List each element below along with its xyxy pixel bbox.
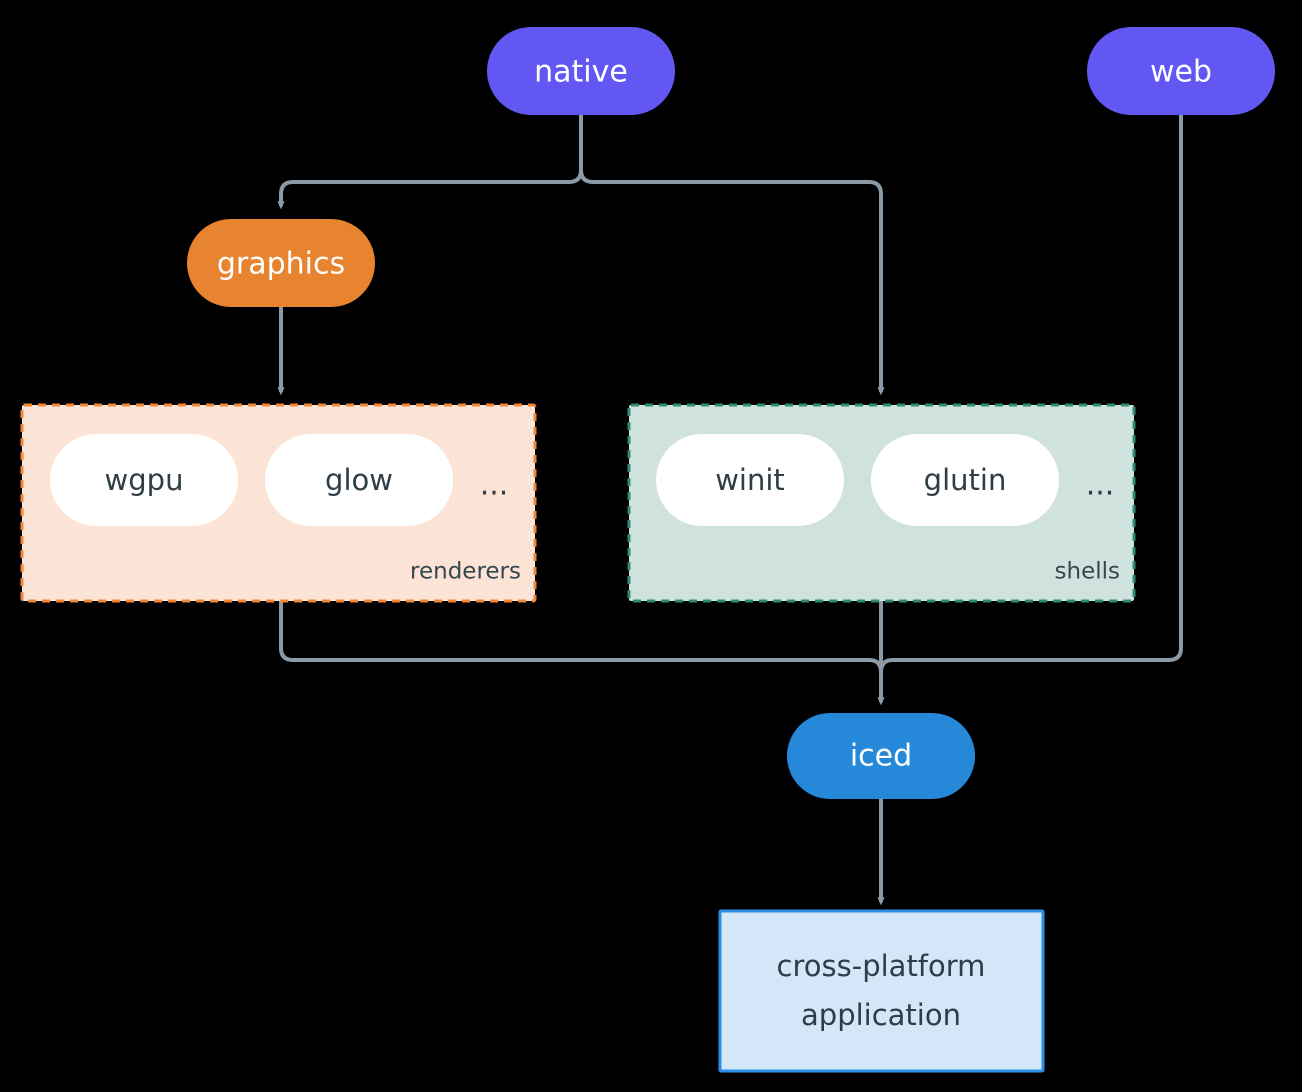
shells-ellipsis: ... xyxy=(1086,468,1115,503)
node-native-label: native xyxy=(534,55,628,90)
node-web-shape[interactable] xyxy=(1087,27,1275,115)
chip-glow[interactable] xyxy=(265,434,453,526)
renderers-ellipsis: ... xyxy=(480,468,509,503)
node-native-shape[interactable] xyxy=(487,27,675,115)
node-app-shape[interactable] xyxy=(718,909,1045,1073)
node-native[interactable]: native xyxy=(487,27,675,115)
node-app-label-line2: application xyxy=(801,998,961,1032)
renderers-caption: renderers xyxy=(410,559,521,585)
edge-renderers-to-iced xyxy=(279,601,883,700)
node-iced[interactable]: iced xyxy=(787,713,975,799)
chip-winit-label: winit xyxy=(715,463,785,497)
node-cross-platform-application[interactable]: cross-platform application xyxy=(718,909,1045,1073)
node-graphics-label: graphics xyxy=(217,247,345,282)
node-iced-label: iced xyxy=(850,739,912,774)
edge-layer xyxy=(277,113,1183,906)
chip-wgpu[interactable] xyxy=(50,434,238,526)
node-iced-shape[interactable] xyxy=(787,713,975,799)
node-web[interactable]: web xyxy=(1087,27,1275,115)
node-web-label: web xyxy=(1150,55,1212,90)
edge-native-to-graphics xyxy=(277,113,583,210)
shells-caption: shells xyxy=(1055,559,1120,585)
node-app-label-line1: cross-platform xyxy=(777,949,986,983)
edge-native-to-shells xyxy=(579,169,885,396)
chip-glow-label: glow xyxy=(325,463,393,497)
group-shells[interactable]: winit glutin ... shells xyxy=(627,403,1136,603)
chip-glutin[interactable] xyxy=(871,434,1059,526)
group-renderers[interactable]: wgpu glow ... renderers xyxy=(20,403,537,603)
node-graphics[interactable]: graphics xyxy=(187,219,375,307)
chip-wgpu-label: wgpu xyxy=(105,463,184,497)
node-graphics-shape[interactable] xyxy=(187,219,375,307)
chip-winit[interactable] xyxy=(656,434,844,526)
chip-glutin-label: glutin xyxy=(924,463,1007,497)
